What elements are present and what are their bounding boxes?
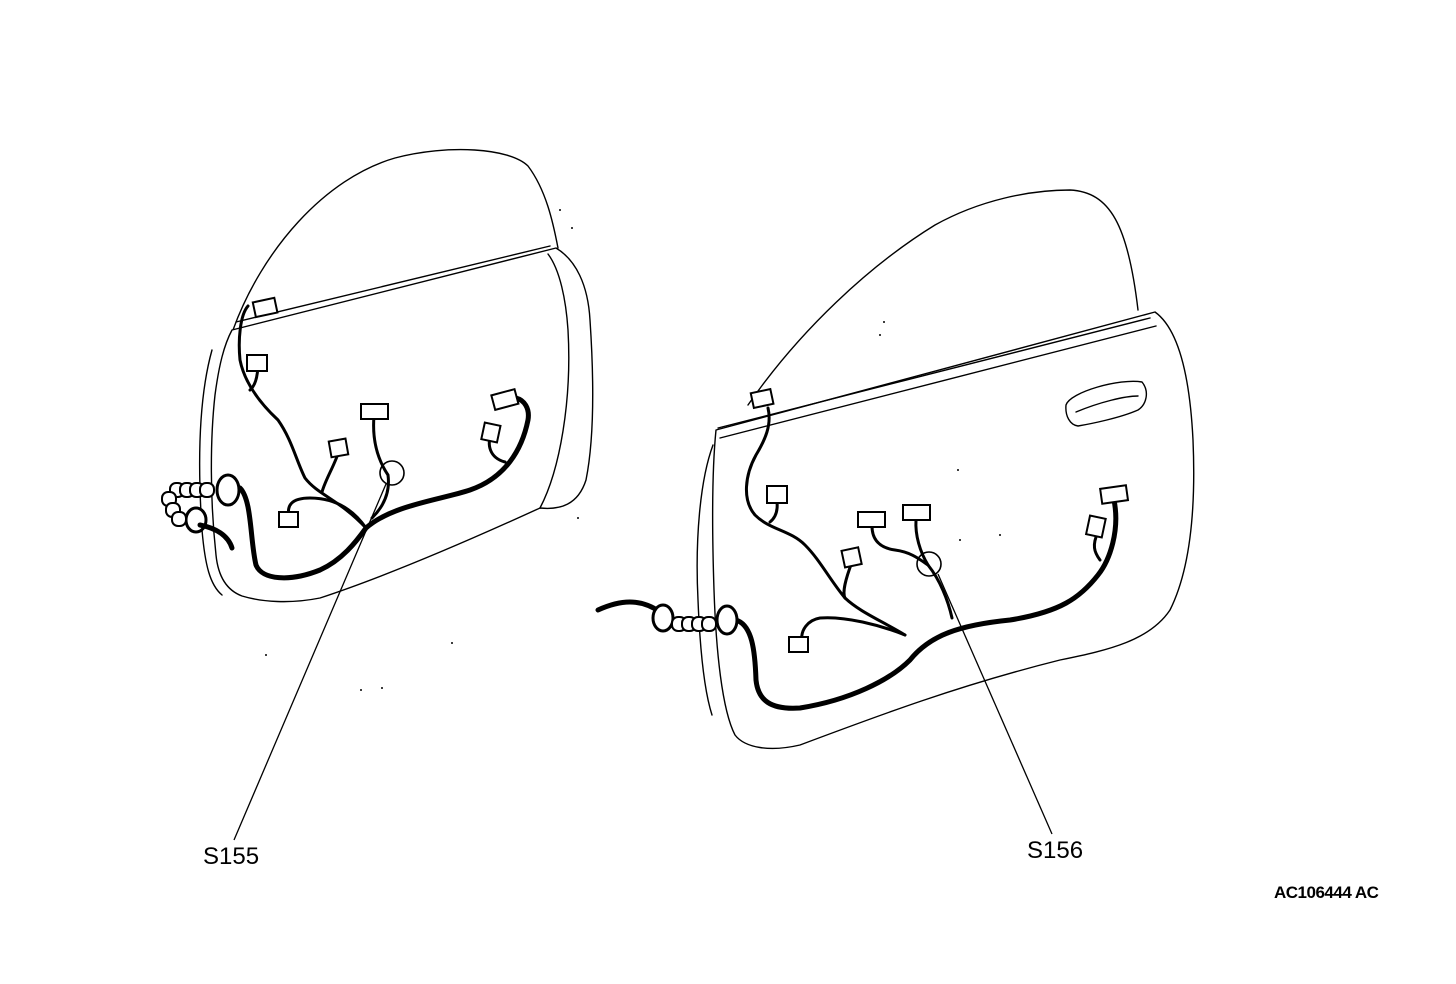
left-door-connector-1 bbox=[251, 296, 279, 319]
right-door-window-frame bbox=[747, 189, 1139, 406]
left-door-connector-6 bbox=[480, 421, 502, 444]
left-door-connector-4 bbox=[327, 437, 350, 459]
splice-s156-marker bbox=[916, 551, 942, 577]
scan-noise bbox=[265, 209, 1001, 691]
right-door-connector-4 bbox=[902, 504, 931, 521]
right-door-connector-7 bbox=[1099, 484, 1130, 505]
right-door-branch-3 bbox=[870, 524, 930, 567]
right-door-connector-5 bbox=[840, 546, 863, 569]
left-door bbox=[161, 148, 594, 841]
right-door-shell-back bbox=[696, 444, 714, 716]
right-door-branch-6 bbox=[800, 616, 907, 644]
left-door-branch-5 bbox=[286, 496, 368, 530]
right-door-beltline-lower bbox=[719, 325, 1157, 439]
figure-code: AC106444 AC bbox=[1274, 883, 1379, 902]
right-door-connector-1 bbox=[749, 387, 775, 410]
right-door-handle bbox=[1065, 380, 1148, 427]
right-door-main-harness bbox=[733, 497, 1119, 711]
left-door-connector-2 bbox=[246, 354, 268, 372]
splice-label-s156: S156 bbox=[1027, 837, 1084, 864]
right-door-branch-4 bbox=[914, 518, 954, 620]
right-door-branch-upper bbox=[744, 406, 907, 637]
right-door-beltline bbox=[717, 317, 1151, 429]
left-door-beltline bbox=[235, 245, 551, 323]
left-door-branch-4 bbox=[370, 414, 390, 520]
right-door bbox=[595, 189, 1195, 835]
left-door-branch-upper bbox=[237, 304, 368, 530]
left-door-connector-7 bbox=[278, 511, 299, 528]
left-door-inner-contour bbox=[539, 253, 570, 509]
right-door-handle-inner bbox=[1075, 395, 1139, 413]
right-door-panel bbox=[711, 311, 1195, 750]
right-door-connector-3 bbox=[857, 511, 886, 528]
splice-s155-marker bbox=[379, 460, 405, 486]
splice-s155-leader bbox=[233, 483, 387, 841]
left-door-connector-3 bbox=[360, 403, 389, 420]
right-door-branch-2 bbox=[768, 500, 779, 524]
right-door-connector-8 bbox=[1084, 514, 1107, 539]
right-door-grommet bbox=[651, 603, 739, 636]
splice-label-s155: S155 bbox=[203, 843, 260, 870]
right-door-connector-2 bbox=[766, 485, 788, 504]
right-door-external-cable bbox=[595, 599, 663, 615]
splice-s156-leader bbox=[937, 573, 1053, 835]
left-door-window-frame bbox=[232, 148, 559, 331]
left-door-connector-5 bbox=[490, 387, 520, 412]
left-door-panel bbox=[210, 247, 594, 603]
left-door-grommet bbox=[161, 473, 241, 551]
right-door-connector-6 bbox=[788, 636, 809, 653]
